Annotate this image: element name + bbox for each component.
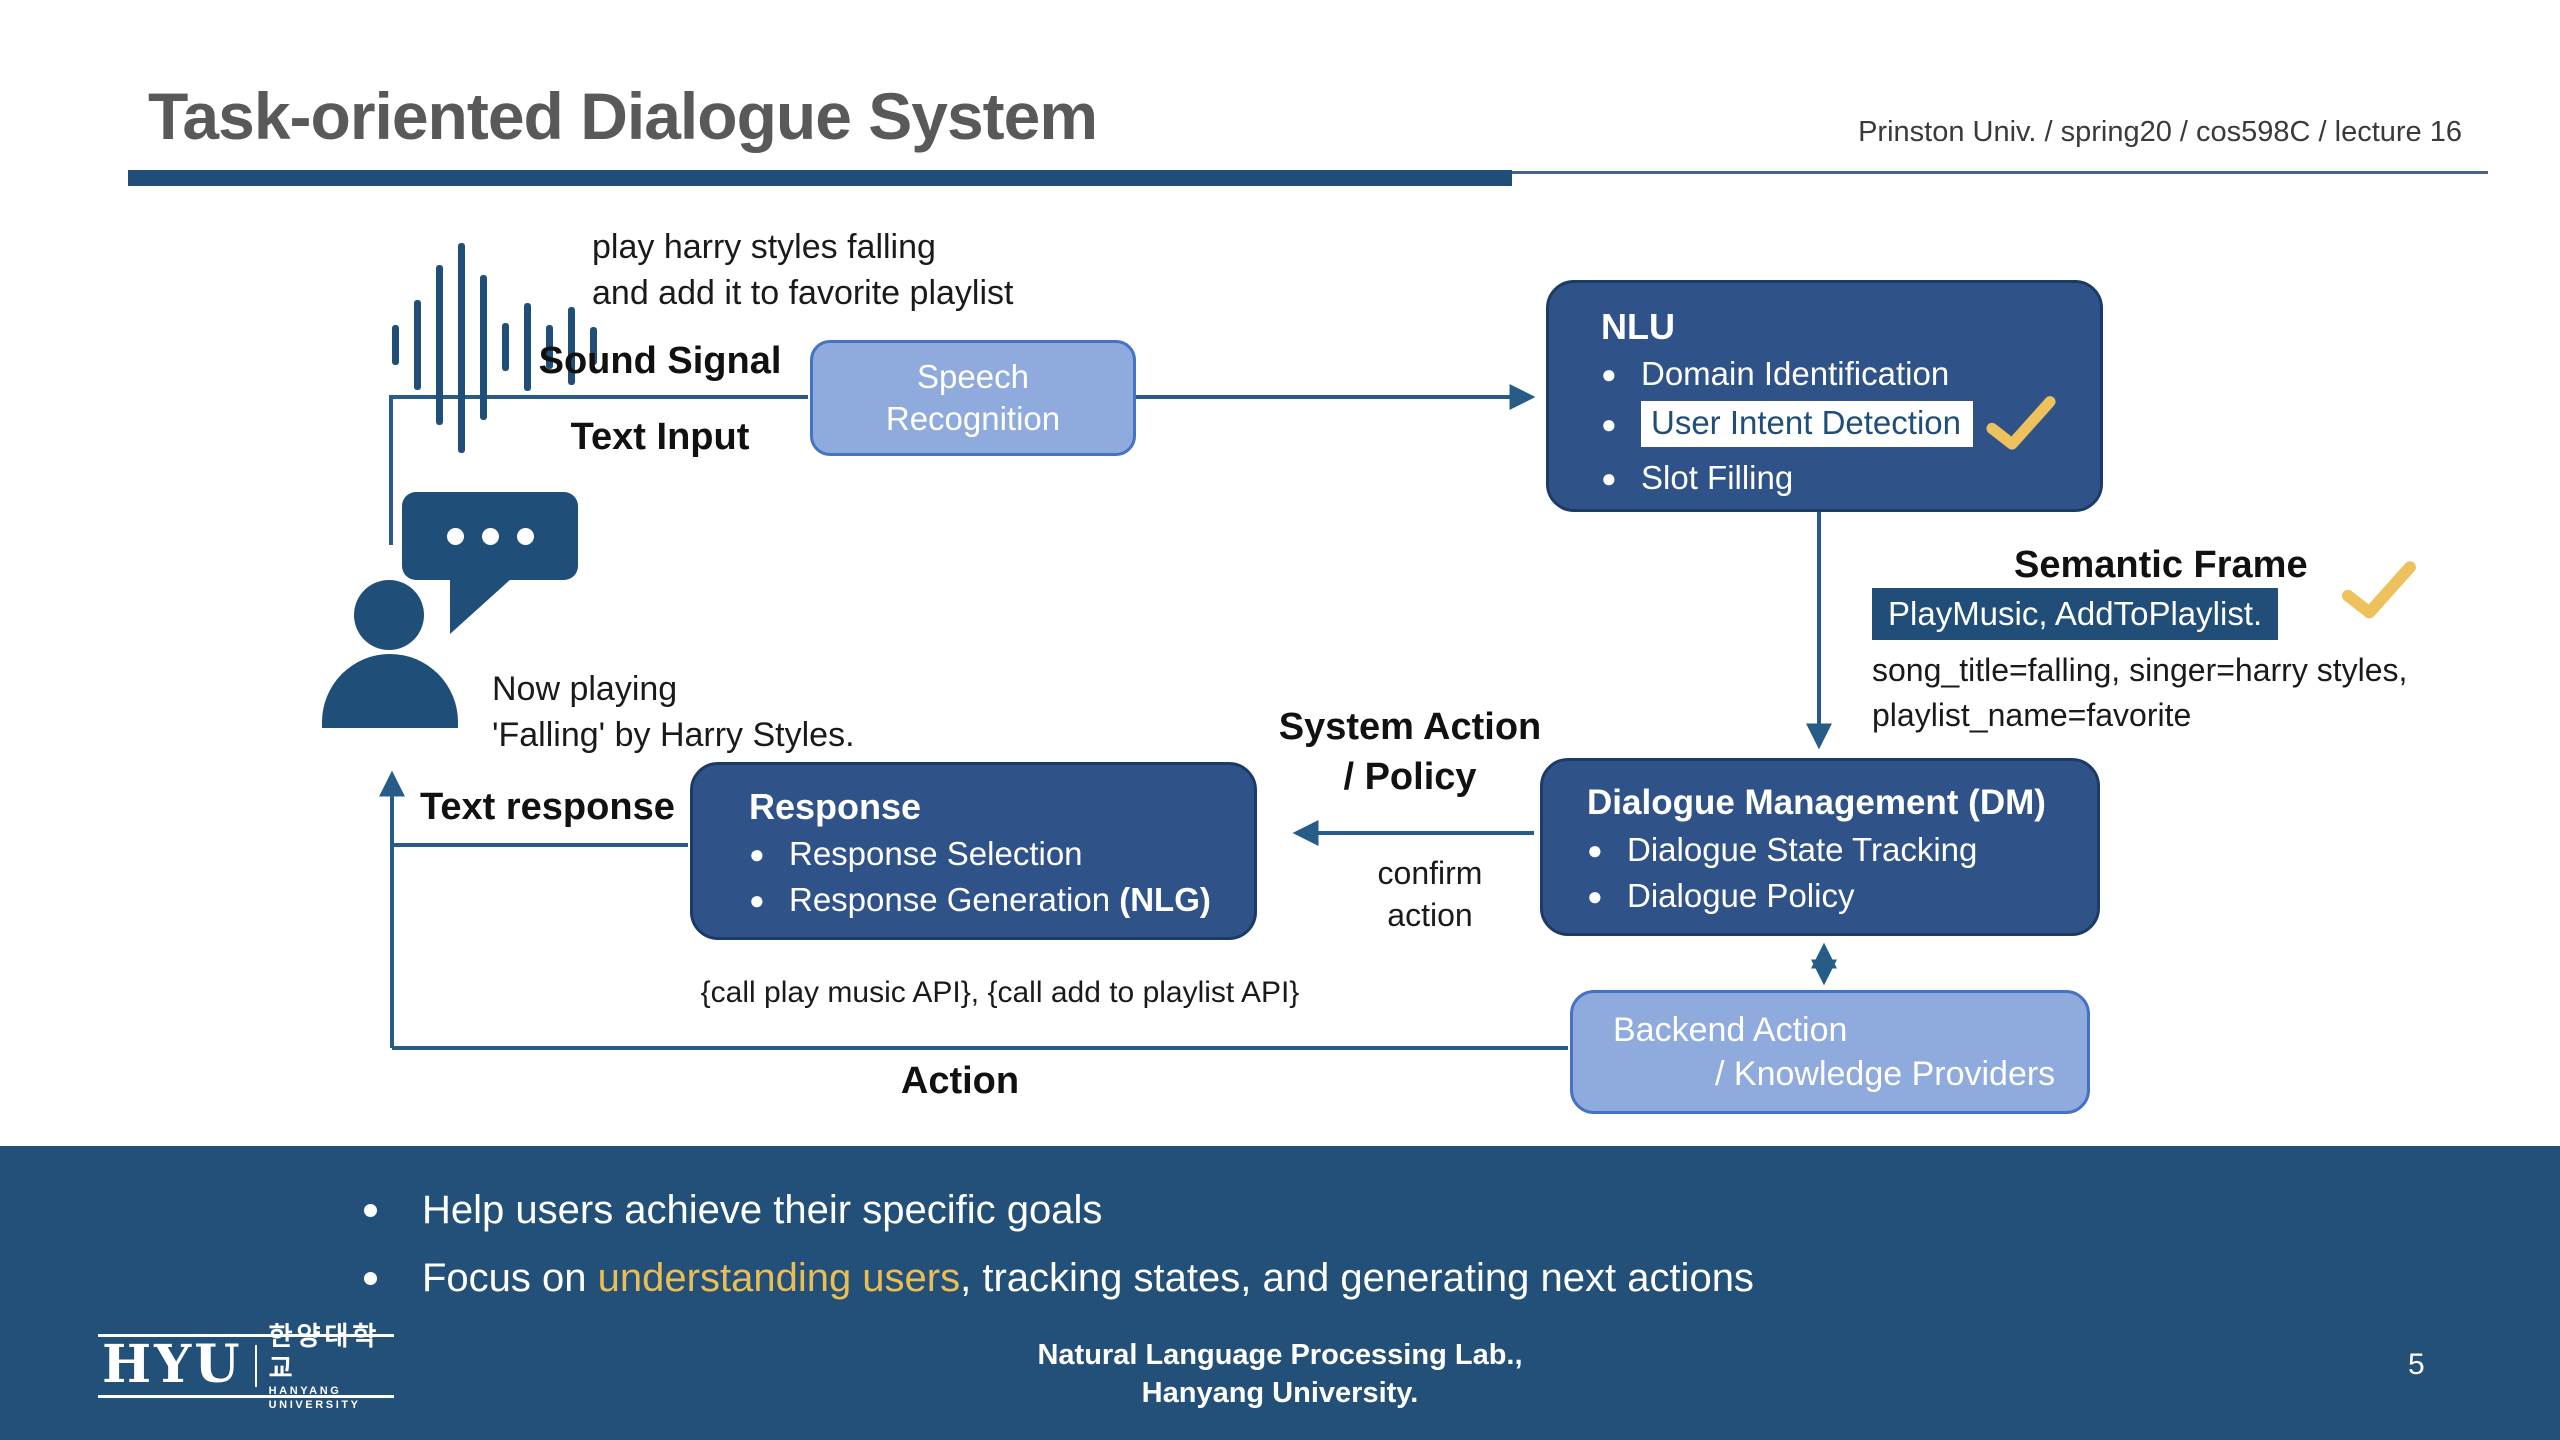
summary-band: Help users achieve their specific goals … bbox=[0, 1146, 2560, 1440]
lab-credit-line1: Natural Language Processing Lab., bbox=[1037, 1339, 1523, 1371]
lab-credit: Natural Language Processing Lab., Hanyan… bbox=[0, 1336, 2560, 1412]
bullet-icon: ● bbox=[1601, 359, 1617, 389]
course-info: Prinston Univ. / spring20 / cos598C / le… bbox=[1858, 116, 2462, 148]
speech-recognition-line1: Speech bbox=[917, 358, 1029, 395]
page-number: 5 bbox=[2408, 1348, 2425, 1381]
confirm-action-line1: confirm bbox=[1377, 855, 1483, 891]
api-calls-label: {call play music API}, {call add to play… bbox=[700, 976, 1300, 1009]
nlu-item-domain: ● Domain Identification bbox=[1601, 351, 2100, 397]
nlu-item-slot-label: Slot Filling bbox=[1641, 459, 1794, 496]
dm-item-policy-label: Dialogue Policy bbox=[1627, 877, 1855, 914]
system-action-line2: / Policy bbox=[1343, 756, 1477, 798]
backend-line2: / Knowledge Providers bbox=[1715, 1055, 2056, 1093]
now-playing-line2: 'Falling' by Harry Styles. bbox=[492, 716, 855, 754]
nlu-title: NLU bbox=[1601, 306, 1675, 347]
bullet-icon: ● bbox=[1601, 463, 1617, 493]
summary-bullet-1-text: Help users achieve their specific goals bbox=[422, 1188, 1103, 1232]
bullet-icon bbox=[350, 1176, 422, 1217]
semantic-frame-intent-highlight: PlayMusic, AddToPlaylist. bbox=[1872, 588, 2279, 640]
summary-bullet-2-suffix: , tracking states, and generating next a… bbox=[960, 1256, 1754, 1300]
system-action-label: System Action / Policy bbox=[1270, 702, 1550, 802]
semantic-frame-slots-line1: song_title=falling, singer=harry styles, bbox=[1872, 652, 2408, 688]
user-utterance-line1: play harry styles falling bbox=[592, 228, 936, 266]
sound-signal-label: Sound Signal bbox=[538, 340, 782, 382]
user-icon-head bbox=[354, 580, 424, 650]
confirm-action-line2: action bbox=[1387, 897, 1473, 933]
dm-title: Dialogue Management (DM) bbox=[1587, 783, 2046, 822]
action-label: Action bbox=[900, 1060, 1020, 1102]
semantic-frame-intent: PlayMusic, AddToPlaylist. bbox=[1872, 588, 2279, 640]
response-generation-nlg: (NLG) bbox=[1119, 881, 1211, 918]
speech-bubble-icon bbox=[402, 492, 578, 580]
dm-item-state-tracking-label: Dialogue State Tracking bbox=[1627, 831, 1978, 868]
semantic-frame-label: Semantic Frame bbox=[2014, 544, 2308, 586]
bullet-icon: ● bbox=[1587, 835, 1603, 865]
hyu-logo-acronym: HYU bbox=[102, 1333, 243, 1395]
text-input-label: Text Input bbox=[570, 416, 750, 458]
bullet-icon bbox=[350, 1244, 422, 1285]
response-item-selection-label: Response Selection bbox=[789, 835, 1083, 872]
hyu-logo-divider bbox=[254, 1345, 257, 1387]
user-utterance: play harry styles falling and add it to … bbox=[592, 224, 1013, 316]
response-box: Response ● Response Selection ● Response… bbox=[690, 762, 1257, 940]
nlu-item-intent-highlight: User Intent Detection bbox=[1641, 401, 1973, 447]
speech-recognition-box: Speech Recognition bbox=[810, 340, 1136, 456]
speech-recognition-line2: Recognition bbox=[885, 400, 1061, 437]
lab-credit-line2: Hanyang University. bbox=[1141, 1377, 1419, 1409]
now-playing-line1: Now playing bbox=[492, 670, 678, 708]
text-response-label: Text response bbox=[420, 786, 675, 828]
system-action-line1: System Action bbox=[1278, 706, 1542, 748]
hyu-logo-korean: 한양대학교 bbox=[268, 1321, 381, 1383]
response-title: Response bbox=[749, 786, 922, 827]
bullet-icon: ● bbox=[749, 839, 765, 869]
response-item-selection: ● Response Selection bbox=[749, 831, 1254, 877]
summary-bullet-2-highlight: understanding users bbox=[597, 1256, 961, 1300]
bullet-icon: ● bbox=[1587, 881, 1603, 911]
header-rule bbox=[1512, 171, 2488, 174]
response-generation-prefix: Response Generation bbox=[789, 881, 1120, 918]
semantic-frame-slots: song_title=falling, singer=harry styles,… bbox=[1872, 648, 2407, 738]
nlu-box: NLU ● Domain Identification ● User Inten… bbox=[1546, 280, 2103, 512]
summary-bullet-2-prefix: Focus on bbox=[422, 1256, 598, 1300]
semantic-frame-slots-line2: playlist_name=favorite bbox=[1872, 697, 2192, 733]
summary-bullet-2-text: Focus on understanding users, tracking s… bbox=[422, 1244, 1754, 1312]
check-icon bbox=[2342, 561, 2416, 619]
page-title: Task-oriented Dialogue System bbox=[148, 79, 1098, 153]
confirm-action-label: confirm action bbox=[1330, 852, 1530, 936]
summary-bullet-2: Focus on understanding users, tracking s… bbox=[350, 1244, 2250, 1312]
nlu-item-domain-label: Domain Identification bbox=[1641, 355, 1950, 392]
sound-wave-icon bbox=[392, 243, 597, 453]
hyu-logo-english: HANYANG UNIVERSITY bbox=[268, 1385, 361, 1411]
bullet-icon: ● bbox=[1601, 409, 1617, 439]
summary-bullet-1: Help users achieve their specific goals bbox=[350, 1176, 2250, 1244]
user-utterance-line2: and add it to favorite playlist bbox=[592, 274, 1014, 312]
dm-item-state-tracking: ● Dialogue State Tracking bbox=[1587, 827, 2097, 873]
title-underline bbox=[128, 170, 1512, 186]
response-item-generation-label: Response Generation (NLG) bbox=[789, 877, 1211, 923]
now-playing-text: Now playing 'Falling' by Harry Styles. bbox=[492, 666, 855, 758]
bullet-icon: ● bbox=[749, 885, 765, 915]
check-icon bbox=[1986, 396, 2056, 450]
backend-line1: Backend Action bbox=[1613, 1011, 1848, 1049]
hyu-logo: HYU 한양대학교 HANYANG UNIVERSITY bbox=[98, 1321, 394, 1411]
response-item-generation: ● Response Generation (NLG) bbox=[749, 877, 1254, 923]
nlu-item-intent: ● User Intent Detection bbox=[1601, 396, 2100, 453]
backend-box: Backend Action / Knowledge Providers bbox=[1570, 990, 2090, 1114]
nlu-item-slot: ● Slot Filling bbox=[1601, 455, 2100, 501]
dm-item-policy: ● Dialogue Policy bbox=[1587, 873, 2097, 919]
dialogue-management-box: Dialogue Management (DM) ● Dialogue Stat… bbox=[1540, 758, 2100, 936]
